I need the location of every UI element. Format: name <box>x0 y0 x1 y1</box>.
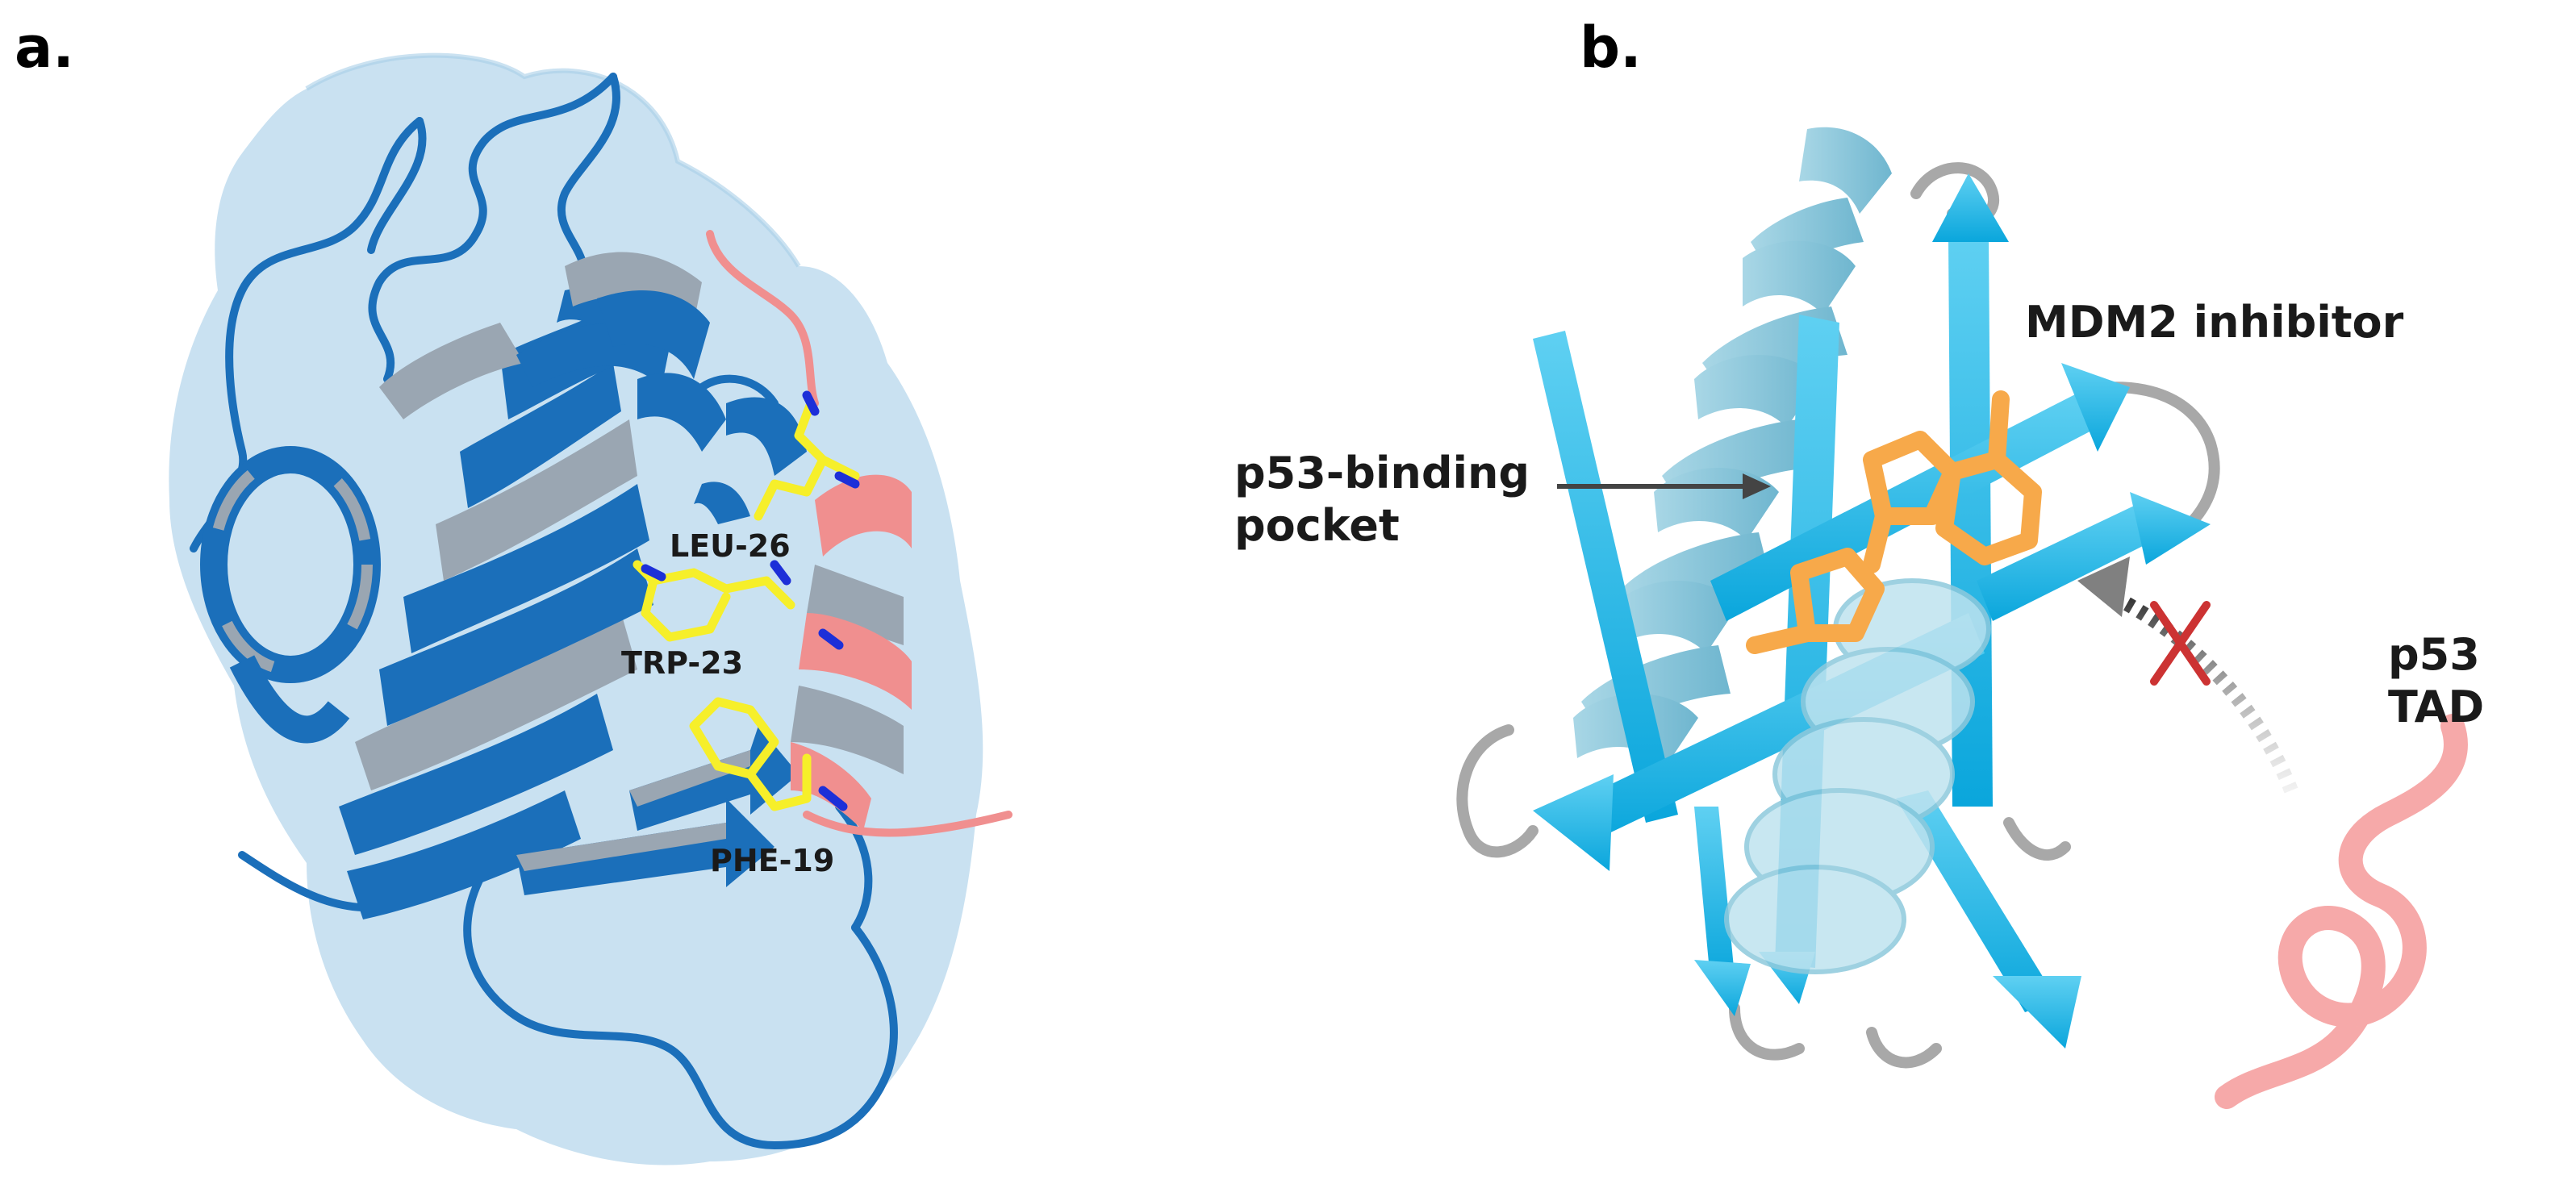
mdm2-beta-strands <box>516 726 799 895</box>
residue-label-leu26: LEU-26 <box>670 528 791 564</box>
strand-7-head <box>2130 492 2211 565</box>
mdm2-central-helix <box>339 252 710 919</box>
mdm2-inhibitor-label: MDM2 inhibitor <box>2025 297 2404 348</box>
strand-4 <box>1896 790 2057 1012</box>
mdm2-upper-helix <box>637 373 807 524</box>
panel-b-cartoon <box>1456 127 2468 1109</box>
mdm2-small-helix <box>200 446 381 744</box>
strand-9-head <box>1694 960 1751 1016</box>
pocket-pointer-arrow <box>1557 473 1771 499</box>
pocket-label-line-1: p53-binding <box>1234 448 1530 498</box>
mdm2-alpha-helix-front <box>1724 578 1991 974</box>
panel-a-letter: a. <box>15 15 74 81</box>
strand-7 <box>1977 500 2162 621</box>
strand-5-head <box>2061 363 2130 452</box>
residue-label-trp23: TRP-23 <box>621 645 744 681</box>
strand-1 <box>1533 331 1678 823</box>
strand-9 <box>1694 807 1735 980</box>
side-chains <box>633 398 860 811</box>
residue-label-phe19: PHE-19 <box>710 843 835 878</box>
panel-a-structure <box>169 52 1012 1165</box>
strand-4-head <box>1993 976 2081 1049</box>
nitrogen-atoms <box>641 390 860 811</box>
panel-b-letter: b. <box>1580 15 1642 81</box>
p53-binding-pocket-label: p53-binding pocket <box>1234 448 1530 552</box>
strand-3-head <box>1932 173 2009 242</box>
blocked-binding-arrow <box>2110 590 2298 794</box>
p53-tad-squiggle <box>2215 714 2468 1109</box>
blocked-binding-arrowhead <box>2077 557 2130 617</box>
pocket-label-line-2: pocket <box>1234 499 1400 551</box>
p53-tad-label: p53 TAD <box>2388 629 2485 732</box>
strand-6-head <box>1533 774 1614 871</box>
block-x-mark <box>2150 601 2211 686</box>
mdm2-inhibitor-molecule <box>1746 390 2042 654</box>
